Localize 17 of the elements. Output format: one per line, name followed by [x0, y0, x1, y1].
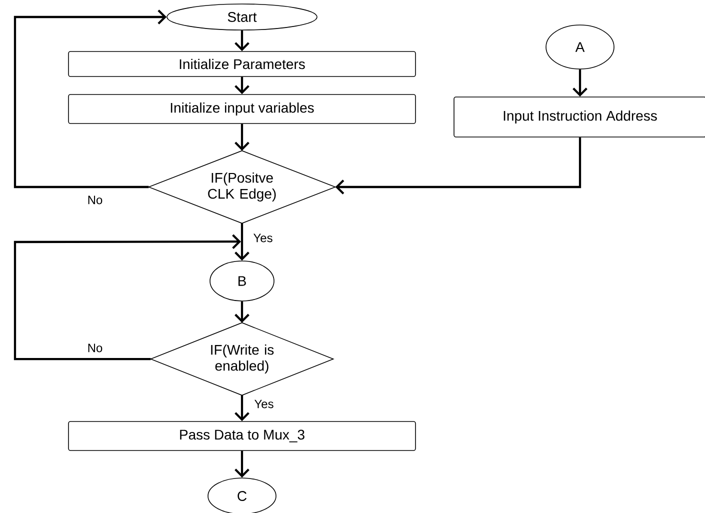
arrow: [234, 450, 250, 478]
arrow: [234, 395, 250, 422]
arrow: [234, 76, 250, 94]
arrow: [572, 69, 588, 97]
edge-label: No: [86, 342, 104, 354]
process-box: Initialize Parameters: [68, 51, 416, 77]
arrow: [234, 124, 250, 151]
process-box: Initialize input variables: [68, 94, 416, 124]
arrow: [234, 301, 250, 323]
arrow: [335, 137, 582, 194]
process-box: Input Instruction Address: [454, 96, 705, 138]
arrow: [234, 30, 250, 52]
arrow: [14, 234, 241, 360]
arrow: [14, 10, 167, 188]
arrow: [234, 223, 250, 261]
edge-label: No: [86, 194, 104, 206]
process-box: Pass Data to Mux_3: [68, 421, 416, 451]
